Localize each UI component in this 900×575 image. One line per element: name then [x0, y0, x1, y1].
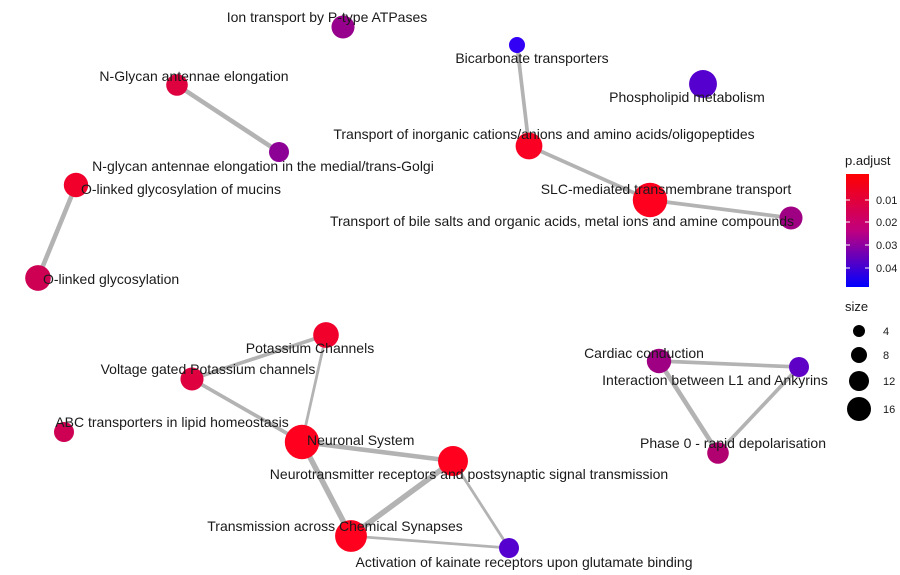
node-nglycan_golgi[interactable] — [269, 142, 289, 162]
edge-cardiac_conduction-l1_ankyrins — [657, 359, 801, 369]
size-legend-dot — [851, 347, 867, 363]
node-olinked[interactable] — [25, 265, 51, 291]
node-label-transport_inorganic: Transport of inorganic cations/anions an… — [333, 126, 754, 142]
node-l1_ankyrins[interactable] — [789, 357, 809, 377]
node-potassium_channels[interactable] — [313, 322, 339, 348]
node-label-phospholipid: Phospholipid metabolism — [609, 89, 765, 105]
edge-neurotransmitter-kainate — [451, 459, 511, 550]
node-label-cardiac_conduction: Cardiac conduction — [584, 345, 704, 361]
node-phospholipid[interactable] — [689, 70, 717, 98]
node-ion_transport[interactable] — [331, 15, 355, 39]
node-neuronal_system[interactable] — [284, 424, 320, 460]
size-legend-label: 12 — [883, 376, 895, 388]
labels-layer: Ion transport by P-type ATPasesBicarbona… — [43, 9, 828, 570]
node-slc_mediated[interactable] — [632, 182, 668, 218]
node-label-phase0: Phase 0 - rapid depolarisation — [640, 435, 826, 451]
edge-slc_mediated-bile_salts — [648, 198, 793, 220]
size-legend-dot — [853, 325, 865, 337]
color-legend-title: p.adjust — [845, 153, 891, 168]
node-label-voltage_gated: Voltage gated Potassium channels — [101, 361, 316, 377]
node-label-olinked_mucins: O-linked glycosylation of mucins — [81, 181, 281, 197]
color-legend-tick-label: 0.01 — [876, 195, 897, 207]
color-legend-tick-label: 0.03 — [876, 240, 897, 252]
edge-neuronal_system-transmission_synapses — [299, 439, 354, 539]
color-legend: p.adjust 0.01 0.02 0.03 0.04 — [845, 153, 897, 287]
edge-potassium_channels-neuronal_system — [300, 333, 328, 444]
edges-layer — [35, 43, 801, 550]
size-legend-title: size — [845, 299, 868, 314]
color-legend-tick-label: 0.04 — [876, 263, 897, 275]
node-label-abc_transporters: ABC transporters in lipid homeostasis — [55, 414, 288, 430]
size-legend-dot — [847, 397, 871, 421]
node-bile_salts[interactable] — [779, 206, 803, 230]
node-cardiac_conduction[interactable] — [646, 348, 672, 374]
node-phase0[interactable] — [707, 442, 729, 464]
edge-bicarbonate-transport_inorganic — [515, 43, 531, 148]
node-label-l1_ankyrins: Interaction between L1 and Ankyrins — [602, 372, 828, 388]
edge-cardiac_conduction-phase0 — [656, 358, 721, 456]
node-nglycan_elong[interactable] — [166, 74, 188, 96]
size-legend-label: 4 — [883, 326, 889, 338]
color-legend-tick-label: 0.02 — [876, 217, 897, 229]
size-legend-dot — [849, 371, 869, 391]
node-label-slc_mediated: SLC-mediated transmembrane transport — [541, 181, 792, 197]
edge-l1_ankyrins-phase0 — [716, 365, 801, 455]
node-label-transmission_synapses: Transmission across Chemical Synapses — [207, 518, 462, 534]
size-legend-items: 4 8 12 16 — [847, 325, 895, 421]
node-transmission_synapses[interactable] — [335, 520, 367, 552]
edge-neuronal_system-neurotransmitter — [299, 439, 456, 464]
node-label-neurotransmitter: Neurotransmitter receptors and postsynap… — [270, 466, 668, 482]
node-label-nglycan_golgi: N-glycan antennae elongation in the medi… — [92, 158, 434, 174]
edge-neurotransmitter-transmission_synapses — [348, 458, 456, 539]
size-legend: size 4 8 12 16 — [845, 299, 895, 421]
edge-potassium_channels-voltage_gated — [190, 333, 328, 381]
edge-voltage_gated-neuronal_system — [190, 377, 304, 444]
color-legend-bar — [846, 174, 869, 287]
node-kainate[interactable] — [499, 538, 519, 558]
node-label-olinked: O-linked glycosylation — [43, 271, 179, 287]
node-bicarbonate[interactable] — [508, 36, 526, 54]
edge-transport_inorganic-slc_mediated — [527, 144, 652, 202]
edge-nglycan_elong-nglycan_golgi — [174, 82, 282, 155]
edge-transmission_synapses-kainate — [349, 534, 511, 550]
node-voltage_gated[interactable] — [180, 367, 204, 391]
node-label-neuronal_system: Neuronal System — [307, 432, 414, 448]
node-label-nglycan_elong: N-Glycan antennae elongation — [99, 68, 288, 84]
node-olinked_mucins[interactable] — [63, 172, 89, 198]
node-label-potassium_channels: Potassium Channels — [246, 340, 374, 356]
node-label-bicarbonate: Bicarbonate transporters — [455, 50, 608, 66]
node-label-bile_salts: Transport of bile salts and organic acid… — [330, 213, 794, 229]
node-abc_transporters[interactable] — [54, 422, 74, 442]
edge-olinked_mucins-olinked — [35, 182, 79, 281]
node-transport_inorganic[interactable] — [515, 132, 543, 160]
size-legend-label: 8 — [883, 350, 889, 362]
color-legend-ticks: 0.01 0.02 0.03 0.04 — [846, 195, 897, 275]
nodes-layer — [25, 15, 809, 558]
node-label-ion_transport: Ion transport by P-type ATPases — [227, 9, 428, 25]
node-label-kainate: Activation of kainate receptors upon glu… — [356, 554, 693, 570]
size-legend-label: 16 — [883, 404, 895, 416]
node-neurotransmitter[interactable] — [438, 446, 468, 476]
